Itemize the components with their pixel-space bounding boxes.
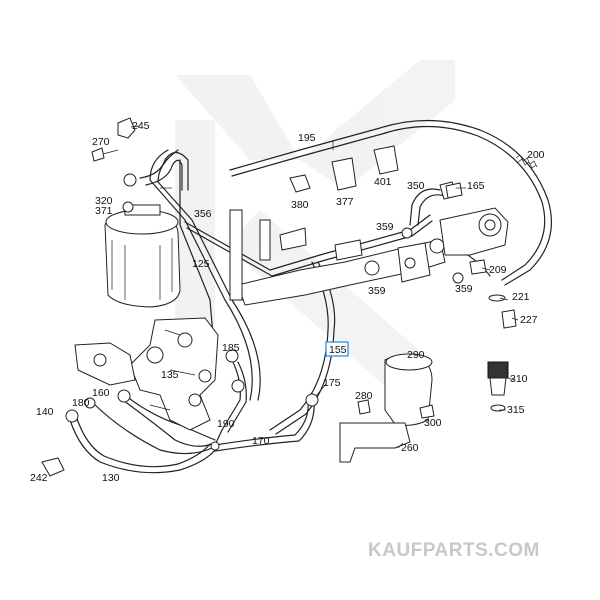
label-290[interactable]: 290: [407, 349, 425, 361]
fuel-filter-housing: [104, 204, 181, 308]
injection-pump-body: [74, 317, 219, 431]
part-labels: 245 270 195 200 380 377 401 350 165 320 …: [30, 120, 545, 484]
label-356[interactable]: 356: [194, 208, 212, 220]
label-270[interactable]: 270: [92, 136, 110, 148]
label-180[interactable]: 180: [72, 397, 90, 409]
label-160[interactable]: 160: [92, 387, 110, 399]
label-350[interactable]: 350: [407, 180, 425, 192]
label-leaders: [130, 125, 519, 449]
label-280[interactable]: 280: [355, 390, 373, 402]
label-227[interactable]: 227: [520, 314, 538, 326]
background-logo: [175, 60, 455, 395]
label-320[interactable]: 320: [95, 195, 113, 207]
label-170[interactable]: 170: [252, 435, 270, 447]
label-260[interactable]: 260: [401, 442, 419, 454]
label-359-mid[interactable]: 359: [368, 285, 386, 297]
label-315[interactable]: 315: [507, 404, 525, 416]
label-125[interactable]: 125: [192, 258, 210, 270]
label-185[interactable]: 185: [222, 342, 240, 354]
label-209[interactable]: 209: [489, 264, 507, 276]
callout-155-box: [325, 341, 349, 357]
callout-155[interactable]: 155: [325, 341, 349, 357]
pressure-sensor-310: [487, 361, 509, 412]
label-200[interactable]: 200: [527, 149, 545, 161]
label-359-right[interactable]: 359: [455, 283, 473, 295]
label-190[interactable]: 190: [217, 418, 235, 430]
label-221[interactable]: 221: [512, 291, 530, 303]
label-175[interactable]: 175: [323, 377, 341, 389]
label-245[interactable]: 245: [132, 120, 150, 132]
label-300[interactable]: 300: [424, 417, 442, 429]
label-310[interactable]: 310: [510, 373, 528, 385]
label-242[interactable]: 242: [30, 472, 48, 484]
label-165[interactable]: 165: [467, 180, 485, 192]
callout-155-text: 155: [329, 344, 347, 356]
label-195[interactable]: 195: [298, 132, 316, 144]
label-359-top[interactable]: 359: [376, 221, 394, 233]
label-135[interactable]: 135: [161, 369, 179, 381]
small-fittings: [41, 117, 538, 477]
label-380[interactable]: 380: [291, 199, 309, 211]
label-377[interactable]: 377: [336, 196, 354, 208]
watermark: KAUFPARTS.COM: [368, 540, 540, 561]
label-130[interactable]: 130: [102, 472, 120, 484]
pressure-regulator-block: [397, 207, 509, 283]
label-371[interactable]: 371: [95, 205, 113, 217]
label-401[interactable]: 401: [374, 176, 392, 188]
label-140[interactable]: 140: [36, 406, 54, 418]
